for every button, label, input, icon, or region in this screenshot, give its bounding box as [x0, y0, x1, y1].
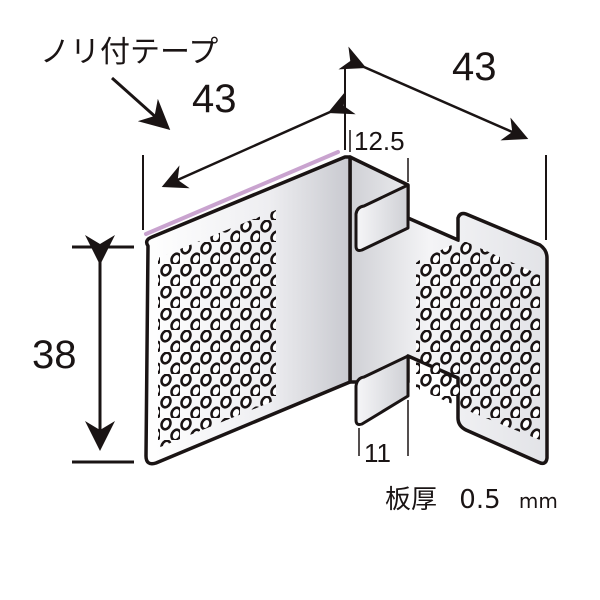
- left-width-label: 43: [192, 77, 237, 121]
- thickness-note: 板厚 0.5 mm: [385, 485, 558, 515]
- thickness-value: 0.5: [459, 485, 500, 515]
- adhesive-tape-strip: [144, 150, 340, 236]
- tab-width-label: 11: [364, 438, 391, 468]
- offset-label: 12.5: [354, 126, 405, 156]
- left-width-dimension-line: [161, 91, 356, 189]
- upper-tab: [354, 183, 410, 252]
- thickness-label: 板厚: [385, 485, 437, 515]
- right-width-dimension-line: [338, 46, 529, 141]
- perforation-pattern: [158, 210, 276, 448]
- lower-tab: [354, 354, 410, 426]
- tape-callout-label: ノリ付テープ: [40, 35, 218, 70]
- perforation-pattern: [416, 240, 540, 440]
- thickness-unit: mm: [519, 489, 558, 513]
- right-width-label: 43: [452, 45, 497, 89]
- left-flange: [144, 155, 352, 466]
- callout-arrow: [111, 76, 171, 130]
- height-label: 38: [32, 333, 77, 377]
